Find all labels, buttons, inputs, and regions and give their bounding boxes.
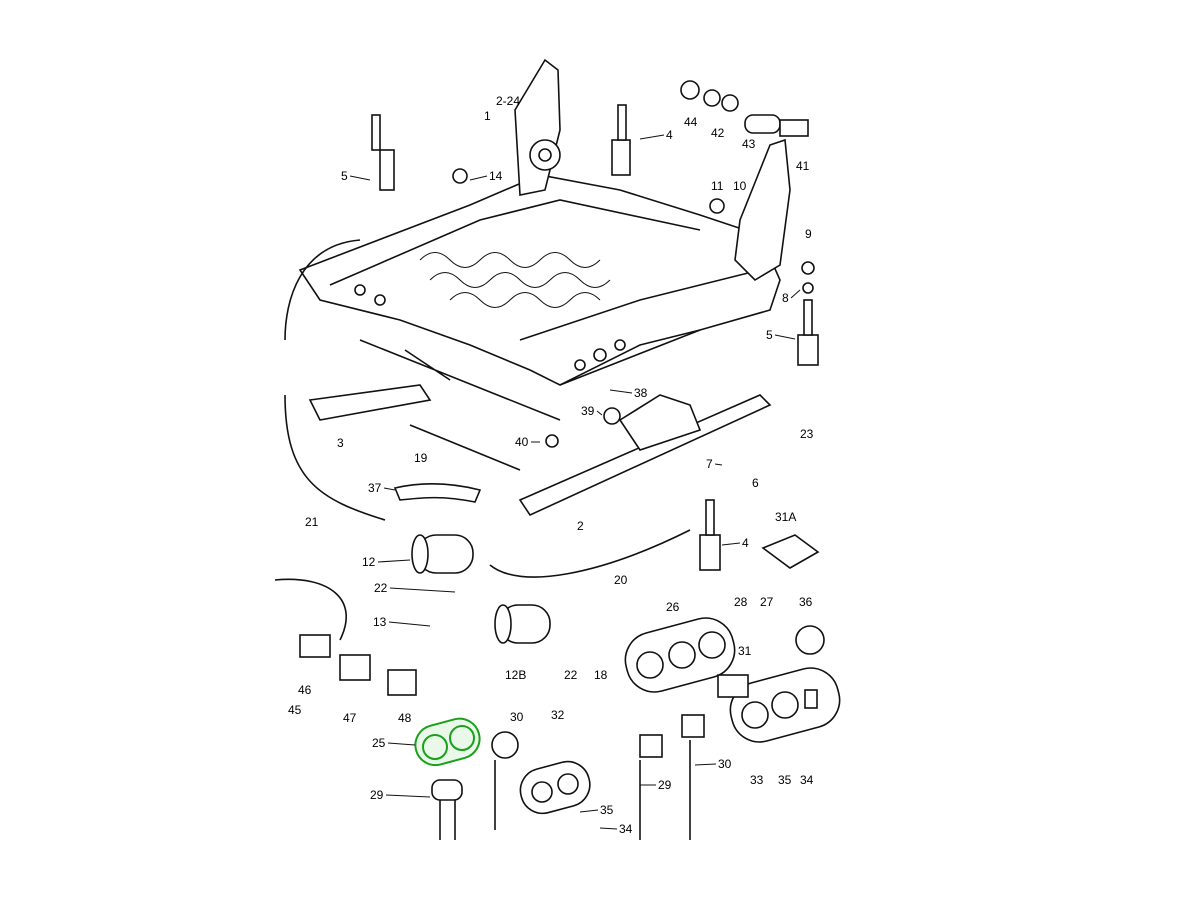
leader-line [694,763,717,766]
part-label: 13 [373,615,387,629]
cables [274,239,691,641]
part-label: 6 [752,476,759,490]
part-label: 12 [362,555,376,569]
part-label: 31A [775,510,796,524]
part-label: 9 [805,227,812,241]
part-label: 3 [337,436,344,450]
leader-line [377,559,411,563]
part-label: 26 [666,600,680,614]
part-32-trim [519,760,591,815]
leader-line [383,487,396,491]
part-label: 35 [600,803,614,817]
part-label: 30 [718,757,732,771]
part-label: 23 [800,427,814,441]
part-label: 34 [619,822,633,836]
part-37-strap [393,483,482,503]
part-26-trim [624,617,736,693]
part-label: 39 [581,404,595,418]
part-33-trim [729,667,841,743]
part-label: 2-24 [496,94,520,108]
part-label: 42 [711,126,725,140]
part-31a-relay [761,534,820,569]
seat-frame [298,174,781,386]
part-label: 5 [766,328,773,342]
part-label: 29 [658,778,672,792]
part-label: 4 [742,536,749,550]
hardware-small-parts [452,80,815,448]
part-label: 8 [782,291,789,305]
leader-line [599,827,618,830]
part-label: 35 [778,773,792,787]
seat-back-bracket [514,58,791,282]
leader-line [609,389,633,394]
part-label: 20 [614,573,628,587]
part-label: 43 [742,137,756,151]
part-label: 4 [666,128,673,142]
leader-line [349,175,371,181]
leader-line [774,334,796,340]
part-label: 31 [738,644,752,658]
part-label: 32 [551,708,565,722]
part-label: 25 [372,736,386,750]
connectors-and-switches [299,625,825,840]
part-label: 22 [374,581,388,595]
part-label: 7 [706,457,713,471]
height-adjuster-units [371,104,819,571]
part-label: 48 [398,711,412,725]
part-label: 37 [368,481,382,495]
part-label: 45 [288,703,302,717]
part-25-switch-housing-highlighted[interactable] [411,714,484,769]
part-label: 28 [734,595,748,609]
part-label: 11 [711,179,724,193]
leader-line [714,463,723,466]
part-label: 30 [510,710,524,724]
part-label: 29 [370,788,384,802]
part-label: 5 [341,169,348,183]
leader-line [389,587,456,593]
motors [411,534,551,644]
part-label: 41 [796,159,810,173]
part-label: 12B [505,668,526,682]
part-label: 27 [760,595,774,609]
leader-line [388,621,431,627]
leader-lines [349,134,801,830]
part-label: 38 [634,386,648,400]
part-label: 18 [594,668,608,682]
part-label: 46 [298,683,312,697]
leader-line [579,809,599,813]
part-label: 14 [489,169,503,183]
part-label: 47 [343,711,357,725]
part-label: 36 [799,595,813,609]
part-label: 33 [750,773,764,787]
part-label: 21 [305,515,319,529]
leader-line [790,289,801,299]
leader-line [387,742,416,746]
part-label: 19 [414,451,428,465]
leader-line [639,134,665,140]
part-label: 1 [484,109,491,123]
part-label: 40 [515,435,529,449]
part-label: 34 [800,773,814,787]
part-label: 22 [564,668,578,682]
leader-line [721,542,741,546]
leader-line [385,794,431,798]
leader-line [596,410,603,416]
part-label: 2 [577,519,584,533]
part-label: 44 [684,115,698,129]
seat-rails [308,339,772,517]
leader-line [469,175,488,181]
part-label: 10 [733,179,747,193]
